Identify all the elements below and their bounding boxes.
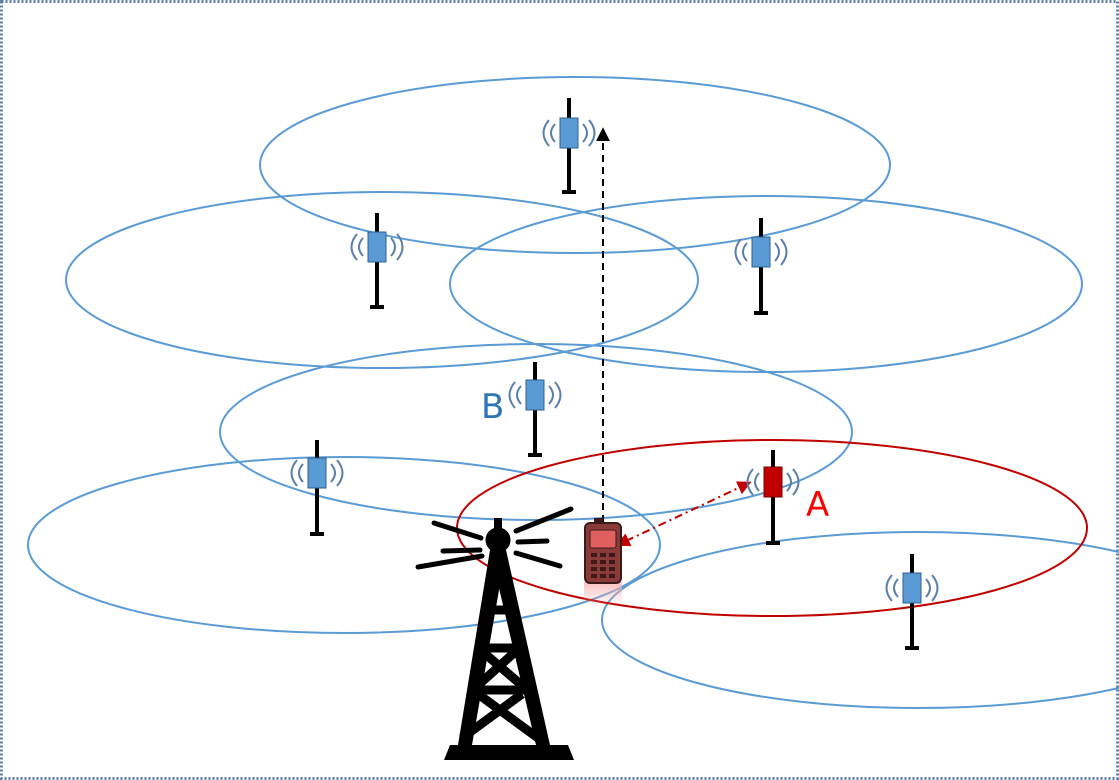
coverage-area-upper-left (65, 191, 699, 369)
wireless-node-left (290, 440, 344, 536)
coverage-area-lower-left (27, 456, 661, 634)
wireless-node-a (746, 450, 800, 545)
mobile-phone-icon (584, 518, 622, 606)
coverage-area-top (259, 76, 891, 254)
cell-tower-icon (415, 506, 574, 760)
wireless-node-b (508, 362, 562, 457)
wireless-node-upper-right (734, 218, 788, 315)
link-arrow-phone-to-node-a (615, 481, 752, 547)
node-a-label: A (806, 485, 829, 525)
wireless-node-upper-left (350, 213, 404, 309)
node-b-label: B (481, 387, 504, 427)
coverage-area-upper-right (449, 195, 1083, 373)
coverage-area-lower-right (601, 531, 1119, 709)
coverage-area-middle (219, 343, 853, 521)
wireless-node-top (542, 98, 596, 194)
wireless-node-bottom-right (885, 554, 939, 650)
